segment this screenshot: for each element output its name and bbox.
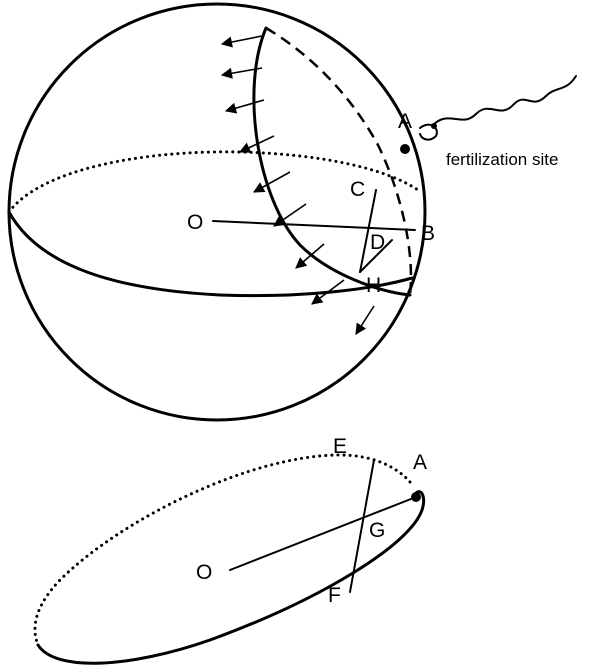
label-a-top: A <box>398 110 412 133</box>
label-o-bottom: O <box>196 561 212 584</box>
radius-o-a <box>229 496 417 571</box>
surface-flow-arrows <box>220 35 375 335</box>
label-o-top: O <box>187 211 203 234</box>
cleavage-plane-front <box>252 26 412 297</box>
chord-e-f <box>349 459 375 593</box>
chord-c-h <box>359 189 377 273</box>
cleavage-plane-back <box>265 26 413 296</box>
sphere-figure: A fertilization site C O B D H <box>7 2 577 422</box>
ellipse-dotted-arc <box>33 453 412 647</box>
label-f: F <box>328 584 341 607</box>
label-d: D <box>370 231 385 254</box>
label-c: C <box>350 178 365 201</box>
equator-front <box>7 210 414 298</box>
label-g: G <box>369 519 385 542</box>
label-e: E <box>333 435 347 458</box>
label-h: H <box>366 274 381 297</box>
sphere-outline <box>7 2 427 422</box>
label-b: B <box>421 222 435 245</box>
fertilization-site-label: fertilization site <box>446 150 558 169</box>
sperm-icon <box>419 75 577 141</box>
fertilization-point-a <box>400 144 410 154</box>
label-a-bottom: A <box>413 451 427 474</box>
ellipse-figure: E A G O F <box>33 435 427 665</box>
ellipse-solid-arc <box>36 490 426 665</box>
radius-o-b <box>212 220 416 231</box>
point-a-bottom <box>411 492 421 502</box>
segment-d-h <box>359 239 393 273</box>
